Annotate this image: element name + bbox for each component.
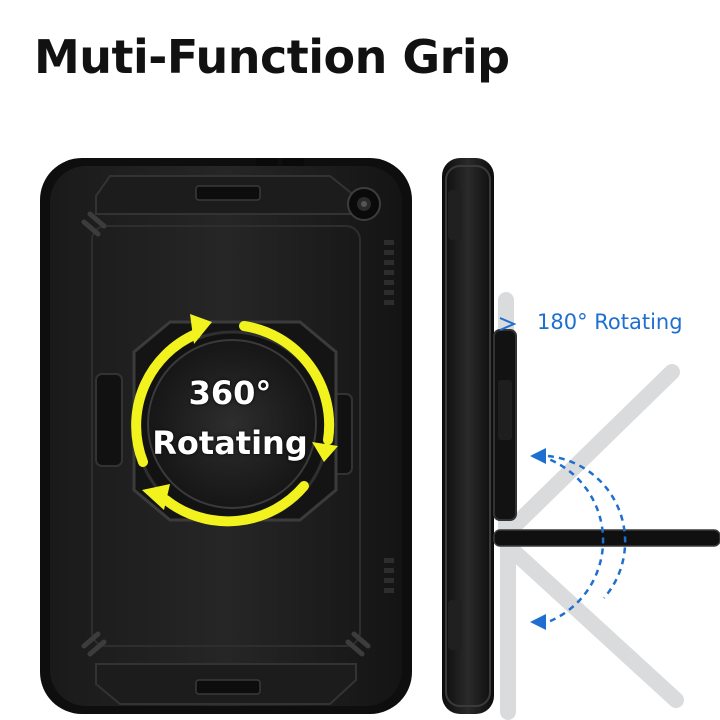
headline: Muti-Function Grip xyxy=(34,30,510,84)
camera-lens-icon xyxy=(347,187,381,221)
rotate-cw-arrows-icon xyxy=(131,314,338,527)
rotate-180-arc-icon xyxy=(530,448,627,630)
tablet-case-front xyxy=(40,158,412,714)
rotate-180-label: 180° Rotating xyxy=(537,310,683,334)
rotate-360-line2: Rotating xyxy=(152,424,308,462)
tablet-case-side xyxy=(442,158,720,720)
rotate-360-label: 360° Rotating xyxy=(150,368,310,468)
rotate-360-line1: 360° xyxy=(188,374,272,412)
